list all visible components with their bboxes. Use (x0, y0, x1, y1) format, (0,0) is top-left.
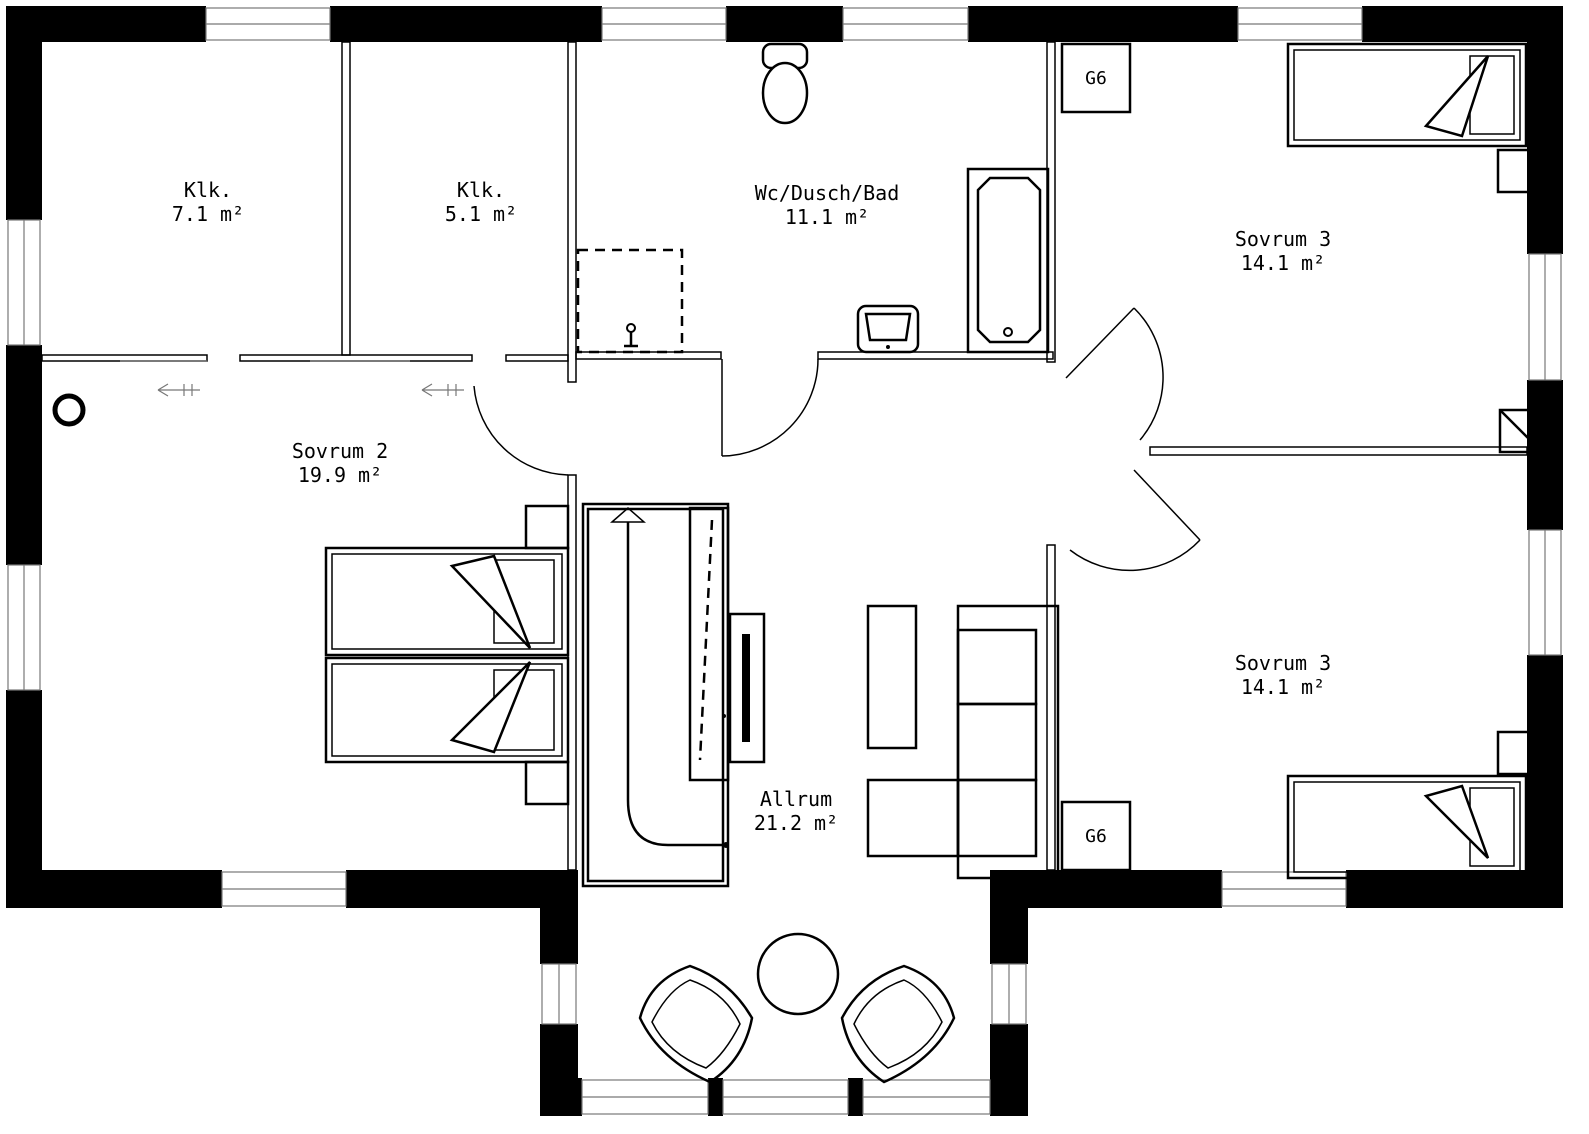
room-area-sovrum-3-top: 14.1 m² (1241, 251, 1325, 275)
round-table-icon (756, 932, 840, 1016)
double-bed-icon (324, 504, 570, 806)
room-name-allrum: Allrum (760, 787, 832, 811)
bed-icon-sovrum-3-bottom (1286, 730, 1542, 880)
bathtub-icon (966, 167, 1050, 354)
sink-icon (856, 304, 920, 354)
armchair-left-icon (638, 964, 754, 1084)
room-area-bath: 11.1 m² (785, 205, 869, 229)
armchair-right-icon (840, 964, 956, 1084)
interior-walls (41, 41, 1528, 871)
g6-label-top: G6 (1085, 68, 1107, 89)
sofa-icon (866, 604, 1060, 880)
room-area-klk-2: 5.1 m² (445, 202, 517, 226)
room-area-allrum: 21.2 m² (754, 811, 838, 835)
toilet-icon (761, 42, 809, 125)
doors (157, 307, 1201, 572)
room-area-sovrum-3-bottom: 14.1 m² (1241, 675, 1325, 699)
furniture: G6 G6 (52, 42, 1544, 1084)
column-icon (52, 393, 86, 427)
radiator-box-icon (1498, 408, 1544, 454)
g6-label-bottom: G6 (1085, 826, 1107, 847)
room-name-klk-2: Klk. (457, 178, 505, 202)
bed-icon-sovrum-3-top (1286, 42, 1542, 194)
room-name-klk-1: Klk. (184, 178, 232, 202)
room-name-bath: Wc/Dusch/Bad (755, 181, 900, 205)
shower-icon (576, 248, 684, 354)
room-labels: Klk. 7.1 m² Klk. 5.1 m² Wc/Dusch/Bad 11.… (172, 178, 1331, 835)
room-area-sovrum-2: 19.9 m² (298, 463, 382, 487)
room-name-sovrum-2: Sovrum 2 (292, 439, 388, 463)
room-area-klk-1: 7.1 m² (172, 202, 244, 226)
storage-unit-icon (581, 502, 766, 888)
g6-cabinet-bottom: G6 (1060, 800, 1132, 872)
exterior-walls (6, 6, 1563, 1116)
windows (7, 7, 1562, 1115)
room-name-sovrum-3-top: Sovrum 3 (1235, 227, 1331, 251)
room-name-sovrum-3-bottom: Sovrum 3 (1235, 651, 1331, 675)
g6-cabinet-top: G6 (1060, 42, 1132, 114)
coffee-table-icon (866, 604, 918, 750)
